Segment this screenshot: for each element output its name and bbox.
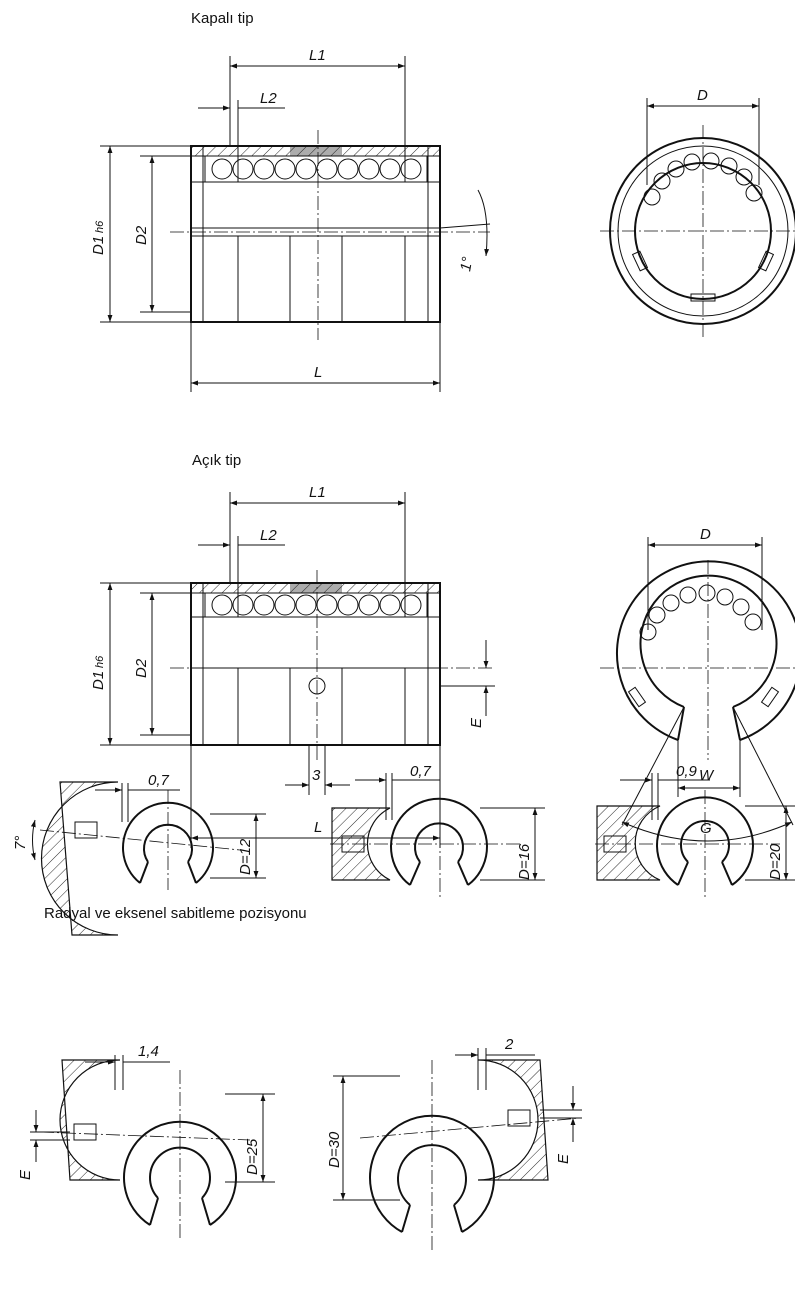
fixing-d30-dim: D=30 xyxy=(326,1131,343,1168)
closed-dim-D1-tolerance: h6 xyxy=(94,220,106,233)
closed-retainer-key xyxy=(290,146,342,156)
closed-ball-row xyxy=(204,155,428,183)
fixing-d25-dim: D=25 xyxy=(244,1138,261,1175)
open-end-balls xyxy=(639,584,762,641)
fixing-d20-offset: 0,9 xyxy=(676,763,698,780)
open-end-dim-D: D xyxy=(700,526,711,543)
fixing-d12-offset: 0,7 xyxy=(148,772,170,789)
fixing-d20: 0,9 D=20 xyxy=(595,763,795,900)
fixing-d16-offset: 0,7 xyxy=(410,763,432,780)
fixing-d25-E: E xyxy=(17,1169,34,1180)
open-dim-3: 3 xyxy=(312,767,321,784)
closed-dim-D2: D2 xyxy=(133,225,150,245)
open-inner-bore xyxy=(639,574,778,708)
open-side-view: L1 L2 D1 h6 D2 E 3 L xyxy=(90,484,495,848)
fixing-d25-offset: 1,4 xyxy=(138,1043,159,1060)
fixing-d20-dim: D=20 xyxy=(767,843,784,880)
open-end-dim-W: W xyxy=(699,767,715,784)
closed-dim-L: L xyxy=(314,364,322,381)
closed-side-view: L1 L2 D1 h6 D2 L 1° xyxy=(90,47,491,392)
fixing-d30: 2 D=30 E xyxy=(326,1036,582,1250)
fixing-d12-dim: D=12 xyxy=(237,838,254,875)
fixing-d16-ring xyxy=(390,797,488,886)
open-dim-L: L xyxy=(314,819,322,836)
open-end-dim-G: G xyxy=(700,820,712,837)
closed-dim-angle: 1° xyxy=(457,256,476,273)
closed-dim-L1: L1 xyxy=(309,47,326,64)
closed-dim-L2: L2 xyxy=(260,90,277,107)
open-end-view: D W G xyxy=(600,526,795,842)
open-dim-D1: D1 xyxy=(90,671,107,690)
open-outer-ring xyxy=(616,560,795,741)
fixing-d12: 0,7 D=12 7° xyxy=(12,772,266,936)
fixing-heading: Radyal ve eksenel sabitleme pozisyonu xyxy=(44,905,307,922)
fixing-d25: 1,4 D=25 E xyxy=(17,1043,275,1240)
open-dim-E: E xyxy=(468,717,485,728)
open-dim-D1-tolerance: h6 xyxy=(94,655,106,668)
open-type-heading: Açık tip xyxy=(192,452,242,469)
closed-type-heading: Kapalı tip xyxy=(191,10,254,27)
fixing-d12-angle: 7° xyxy=(12,836,29,850)
closed-end-dim-D: D xyxy=(697,87,708,104)
open-dim-L1: L1 xyxy=(309,484,326,501)
closed-dim-D1: D1 xyxy=(90,236,107,255)
open-dim-D2: D2 xyxy=(133,658,150,678)
open-dim-L2: L2 xyxy=(260,527,277,544)
open-ball-row xyxy=(204,592,428,618)
closed-end-view: D xyxy=(600,87,795,340)
fixing-d16: 0,7 D=16 xyxy=(330,763,545,900)
fixing-d30-offset: 2 xyxy=(504,1036,514,1053)
fixing-d16-dim: D=16 xyxy=(516,843,533,880)
fixing-d30-E: E xyxy=(555,1153,572,1164)
